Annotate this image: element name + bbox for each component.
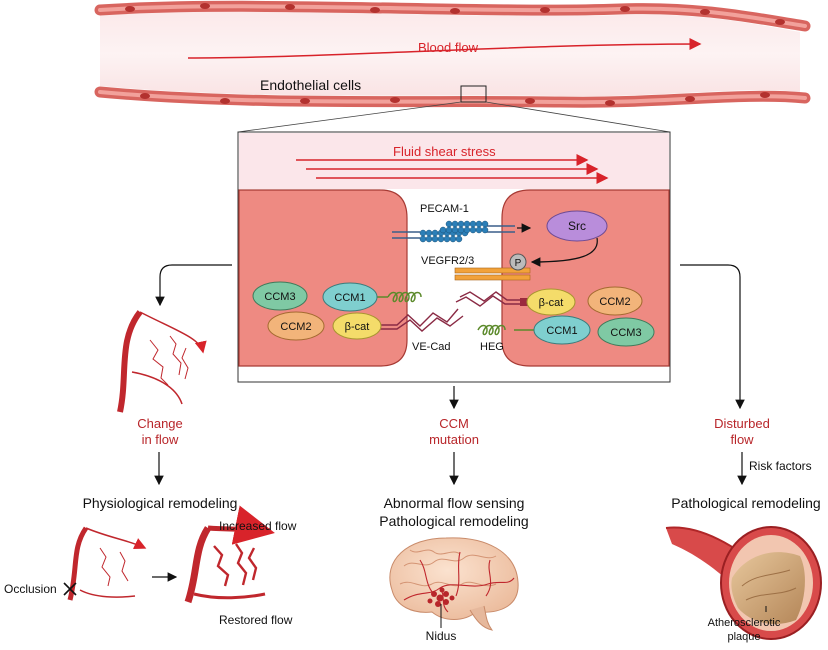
src-node xyxy=(546,210,608,242)
abnormal-flow-sensing-label: Abnormal flow sensing xyxy=(384,495,525,511)
phosphate-node xyxy=(509,253,527,271)
physiological-remodeling-label: Physiological remodeling xyxy=(83,495,238,511)
ccm1-left-node xyxy=(322,282,378,312)
blood-vessel: Blood flow Endothelial cells xyxy=(94,0,811,108)
zoom-line-left xyxy=(237,101,462,133)
ccm2-right-label: CCM2 xyxy=(599,296,630,308)
nidus-label: Nidus xyxy=(426,629,457,643)
occlusion-label: Occlusion xyxy=(4,582,57,596)
ve-cadherin xyxy=(376,291,534,332)
endothelial-nuclei xyxy=(125,3,785,106)
bcat-left-label: β-cat xyxy=(345,321,370,333)
ccm-mutation-line1: CCM xyxy=(439,416,469,431)
phosphate-label: P xyxy=(515,258,522,269)
nidus-lesion xyxy=(427,587,455,607)
left-endothelial-cell xyxy=(238,189,408,367)
blood-flow-label: Blood flow xyxy=(418,40,479,55)
brain-illustration xyxy=(389,537,519,631)
endothelial-cells-label: Endothelial cells xyxy=(260,77,361,93)
ccm3-left-node xyxy=(252,281,308,311)
increased-flow-label: Increased flow xyxy=(219,519,297,533)
ccm2-right-node xyxy=(587,286,643,316)
pecam1-molecules xyxy=(392,220,515,243)
zoom-line-right xyxy=(485,101,671,133)
ccm3-left-label: CCM3 xyxy=(264,291,295,303)
bcat-right-node xyxy=(526,288,576,316)
blood-flow-arrow xyxy=(187,38,702,59)
atherosclerotic-label: Atherosclerotic xyxy=(708,617,781,629)
artery-cross-section xyxy=(665,526,822,640)
zoom-box xyxy=(460,85,487,103)
pathological-remodeling-right-label: Pathological remodeling xyxy=(671,495,820,511)
src-label: Src xyxy=(568,219,586,233)
ccm1-left-label: CCM1 xyxy=(334,292,365,304)
ccm-mutation-line2: mutation xyxy=(429,432,479,447)
disturbed-flow-line1: Disturbed xyxy=(714,416,770,431)
vegfr-receptor xyxy=(454,267,531,281)
ccm1-right-node xyxy=(533,315,591,345)
ccm2-left-node xyxy=(267,311,325,341)
ccm3-right-node xyxy=(597,317,655,347)
flow-arrows xyxy=(152,264,747,582)
vegfr-label: VEGFR2/3 xyxy=(421,255,474,267)
ccm3-right-label: CCM3 xyxy=(610,327,641,339)
ccm1-right-label: CCM1 xyxy=(546,325,577,337)
shear-stress-label: Fluid shear stress xyxy=(393,144,496,159)
vessel-flow-illustration xyxy=(117,310,207,413)
vecad-label: VE-Cad xyxy=(412,341,451,353)
plaque-label: plaque xyxy=(727,631,760,643)
heg-coil-right xyxy=(477,324,534,336)
change-in-flow-line2: in flow xyxy=(142,432,179,447)
ccm2-left-label: CCM2 xyxy=(280,321,311,333)
change-in-flow-line1: Change xyxy=(137,416,183,431)
restored-flow-label: Restored flow xyxy=(219,613,293,627)
heg-label: HEG xyxy=(480,341,504,353)
disturbed-flow-line2: flow xyxy=(730,432,754,447)
pathological-remodeling-middle-label: Pathological remodeling xyxy=(379,513,528,529)
risk-factors-label: Risk factors xyxy=(749,459,812,473)
bcat-left-node xyxy=(332,312,382,340)
occlusion-vessel-illustration xyxy=(67,526,147,601)
shear-stress-arrows xyxy=(296,154,609,184)
src-to-vegfr-arrow xyxy=(530,237,598,267)
pecam1-label: PECAM-1 xyxy=(420,203,469,215)
occlusion-x-icon xyxy=(63,582,77,596)
inset-panel: Fluid shear stress PECAM-1 Src xyxy=(237,131,671,383)
bcat-right-label: β-cat xyxy=(539,297,564,309)
restored-vessel-illustration xyxy=(184,505,275,604)
